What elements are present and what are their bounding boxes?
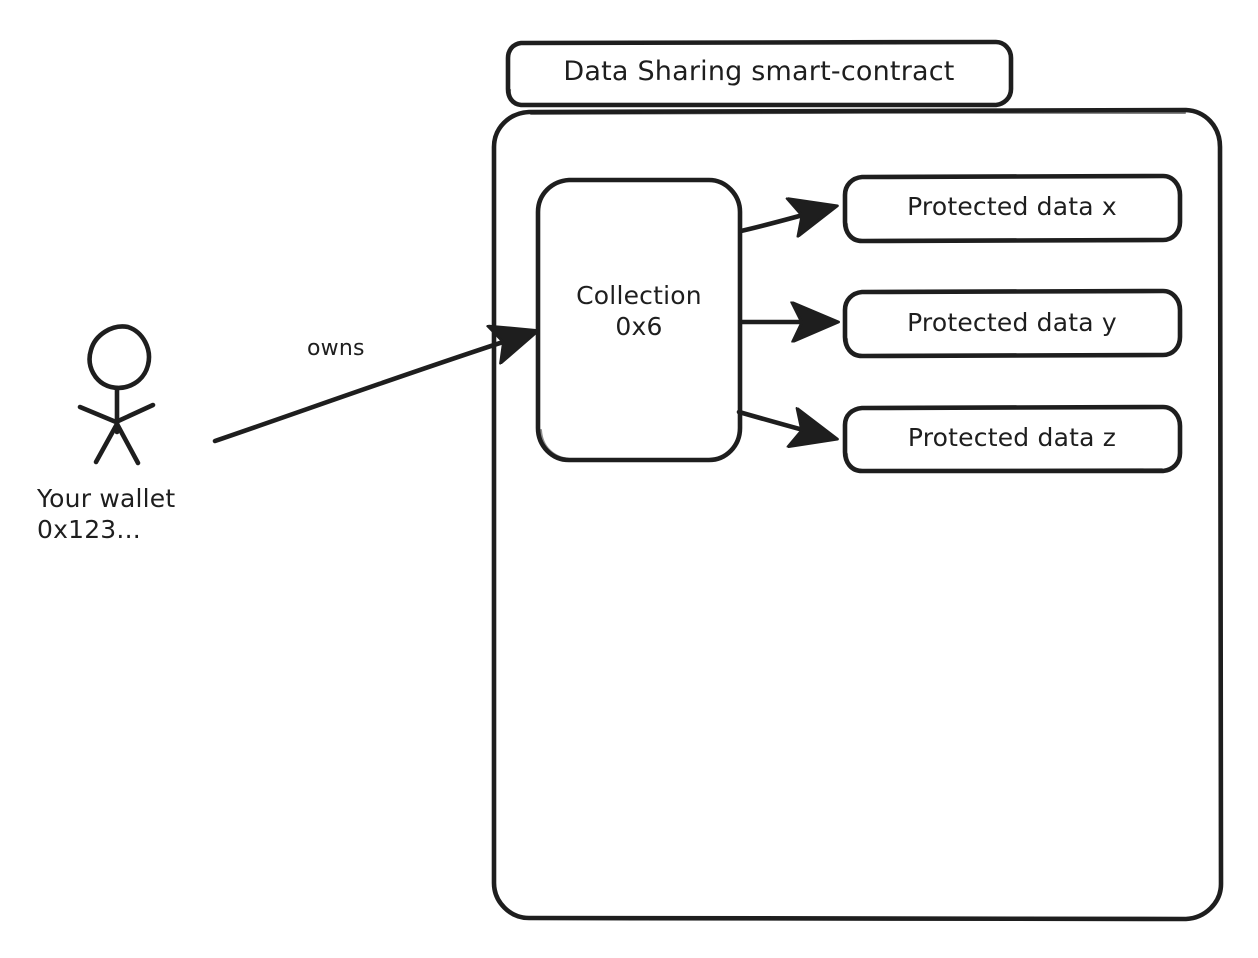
smart-contract-title-box: [505, 39, 1014, 108]
smart-contract-title: Data Sharing smart-contract: [563, 56, 955, 87]
protected-data-y-label: Protected data y: [907, 308, 1117, 337]
smart-contract-body-box: [491, 107, 1224, 922]
protected-data-x-label: Protected data x: [907, 192, 1117, 221]
stick-figure-icon: [77, 324, 156, 466]
edge-owns-arrow: [212, 332, 534, 444]
edge-owns-label: owns: [307, 336, 365, 361]
protected-data-z-label: Protected data z: [907, 423, 1117, 452]
protected-data-z-box: [842, 404, 1183, 474]
protected-data-x-box: [842, 173, 1183, 244]
collection-label-line1: Collection: [576, 281, 702, 310]
collection-label-line2: 0x6: [615, 311, 663, 341]
edge-collection-to-protected-data-x: [738, 207, 833, 231]
wallet-label-line1: Your wallet: [37, 484, 176, 513]
protected-data-y-box: [842, 288, 1183, 359]
collection-box: [535, 177, 743, 463]
wallet-label-line2: 0x123...: [37, 514, 141, 544]
edge-collection-to-protected-data-z: [736, 412, 833, 438]
